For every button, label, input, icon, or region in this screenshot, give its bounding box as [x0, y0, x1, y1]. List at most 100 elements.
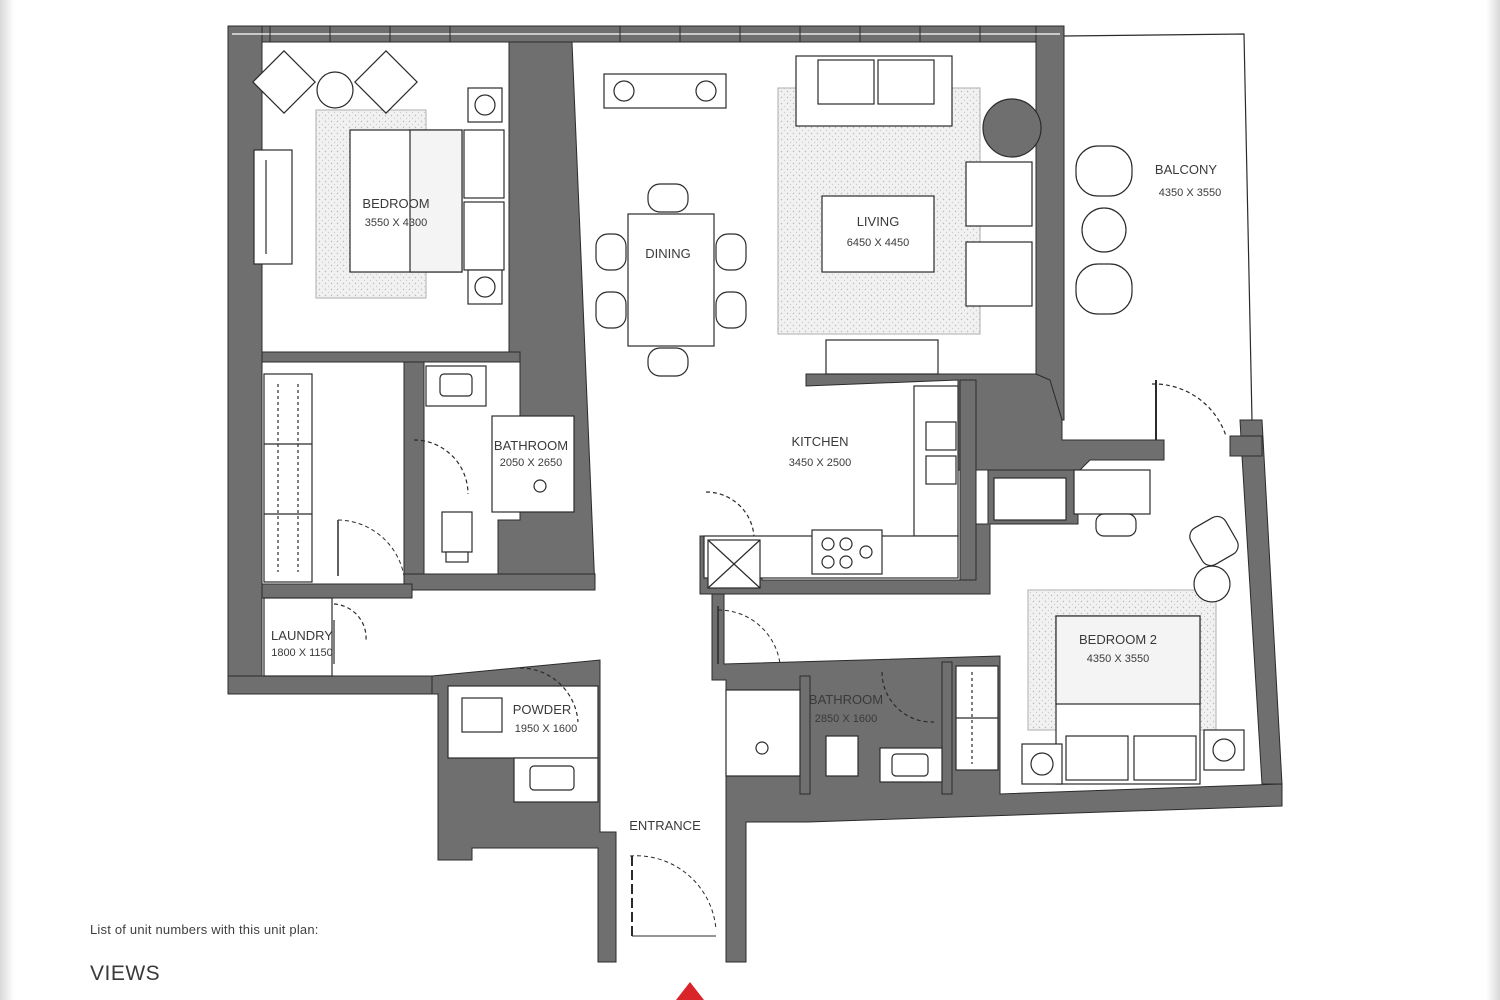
living-size: 6450 X 4450	[847, 237, 909, 249]
lamp-icon	[474, 94, 496, 116]
kitchen-door-swing	[705, 491, 755, 537]
bedroom-2-label: BEDROOM 2	[1079, 632, 1157, 647]
bedroom-bed-cover	[409, 129, 463, 273]
armchair-icon	[1189, 515, 1239, 567]
powder-fixtures	[447, 667, 599, 803]
lamp-icon	[1030, 752, 1054, 776]
balcony-size: 4350 X 3550	[1159, 187, 1221, 199]
bathroom-2-label: BATHROOM	[809, 692, 883, 707]
lamp-icon	[695, 80, 717, 102]
powder-door-swing	[519, 667, 579, 723]
unit-list-caption: List of unit numbers with this unit plan…	[90, 922, 319, 937]
sink-icon	[925, 455, 957, 485]
bedroom-2-pillow-right	[1133, 735, 1197, 781]
bathroom-bottom-wall	[403, 573, 596, 591]
laundry-label: LAUNDRY	[271, 628, 333, 643]
bedroom-pillow-top	[463, 129, 505, 199]
chair-icon	[647, 183, 689, 213]
kitchen-fixtures	[703, 385, 1151, 589]
kitchen-bottom-wall	[699, 469, 1079, 595]
toilet-icon	[461, 697, 503, 733]
powder-label: POWDER	[513, 702, 572, 717]
kitchen-right-wall	[959, 379, 977, 581]
entrance-door-swing	[629, 855, 717, 931]
wardrobe-partition	[941, 661, 953, 795]
bathroom-door-swing	[413, 439, 469, 495]
bedroom-furniture	[252, 50, 505, 305]
bedroom-pillow-bottom	[463, 201, 505, 271]
wardrobe-unit	[263, 373, 313, 583]
laundry-room	[263, 597, 333, 677]
chair-icon	[595, 291, 627, 329]
drain-icon	[533, 479, 547, 493]
side-table-icon	[316, 71, 354, 109]
side-table-icon	[1193, 565, 1231, 603]
laundry-top-wall	[261, 583, 413, 599]
appliance-icon	[993, 477, 1067, 521]
lamp-icon	[474, 276, 496, 298]
bathroom-2-size: 2850 X 1600	[815, 713, 877, 725]
armchair-icon	[354, 50, 418, 114]
chair-icon	[715, 291, 747, 329]
study-desk	[1073, 469, 1151, 515]
lamp-icon	[613, 80, 635, 102]
sink-icon	[925, 421, 957, 451]
bedroom-label: BEDROOM	[362, 196, 429, 211]
side-table-icon	[982, 98, 1042, 158]
toilet-icon	[441, 511, 473, 553]
kitchen-label: KITCHEN	[791, 434, 848, 449]
bathroom-1-label: BATHROOM	[494, 438, 568, 453]
bedroom2-right-wall	[1239, 419, 1283, 785]
armchair-icon	[965, 241, 1033, 307]
armchair-icon	[252, 50, 316, 114]
dining-furniture	[595, 73, 747, 377]
dining-label: DINING	[645, 246, 691, 261]
left-wall	[227, 25, 263, 695]
lamp-icon	[1212, 738, 1236, 762]
chair-icon	[1075, 145, 1133, 197]
living-furniture	[777, 55, 1042, 375]
chair-icon	[1095, 513, 1137, 537]
bathroom-2-door-swing	[881, 671, 935, 723]
chair-icon	[715, 233, 747, 271]
tv-console	[825, 339, 939, 375]
living-bottom-wall	[805, 373, 1165, 471]
dining-table	[627, 213, 715, 347]
drain-icon	[755, 741, 769, 755]
north-arrow-icon	[676, 982, 704, 1000]
tv-console	[253, 149, 293, 265]
balcony-furniture	[1075, 145, 1227, 440]
bedroom-2-furniture	[1021, 515, 1245, 785]
armchair-icon	[965, 161, 1033, 227]
window-ticks	[269, 26, 981, 42]
living-right-wall	[1035, 25, 1065, 421]
bedroom-2-door-swing	[717, 609, 781, 665]
views-heading: VIEWS	[90, 962, 161, 985]
shower-area	[725, 689, 801, 777]
powder-size: 1950 X 1600	[515, 723, 577, 735]
chair-icon	[595, 233, 627, 271]
coffee-table	[821, 195, 935, 273]
balcony-door-swing	[1151, 383, 1227, 437]
balcony-rail	[1063, 33, 1253, 421]
living-label: LIVING	[857, 214, 900, 229]
bedroom-2-pillow-left	[1065, 735, 1129, 781]
bedroom-2-size: 4350 X 3550	[1087, 653, 1149, 665]
bathroom-2-fixtures	[725, 665, 999, 783]
balcony-corner-post	[1229, 435, 1263, 457]
chair-icon	[647, 347, 689, 377]
wardrobe	[263, 373, 313, 583]
kitchen-size: 3450 X 2500	[789, 457, 851, 469]
bathroom-left-wall	[403, 361, 425, 591]
laundry-size: 1800 X 1150	[271, 647, 333, 659]
bedroom-door-swing	[337, 519, 405, 577]
page-edge-left	[0, 0, 14, 1000]
bedroom-2-bed-cover	[1055, 615, 1201, 705]
laundry-door-swing	[333, 603, 367, 641]
chair-icon	[1075, 263, 1133, 315]
shower-area	[491, 415, 575, 513]
balcony-label: BALCONY	[1155, 162, 1217, 177]
bathroom-1-fixtures	[413, 365, 575, 563]
laundry-bottom-wall	[227, 675, 433, 695]
